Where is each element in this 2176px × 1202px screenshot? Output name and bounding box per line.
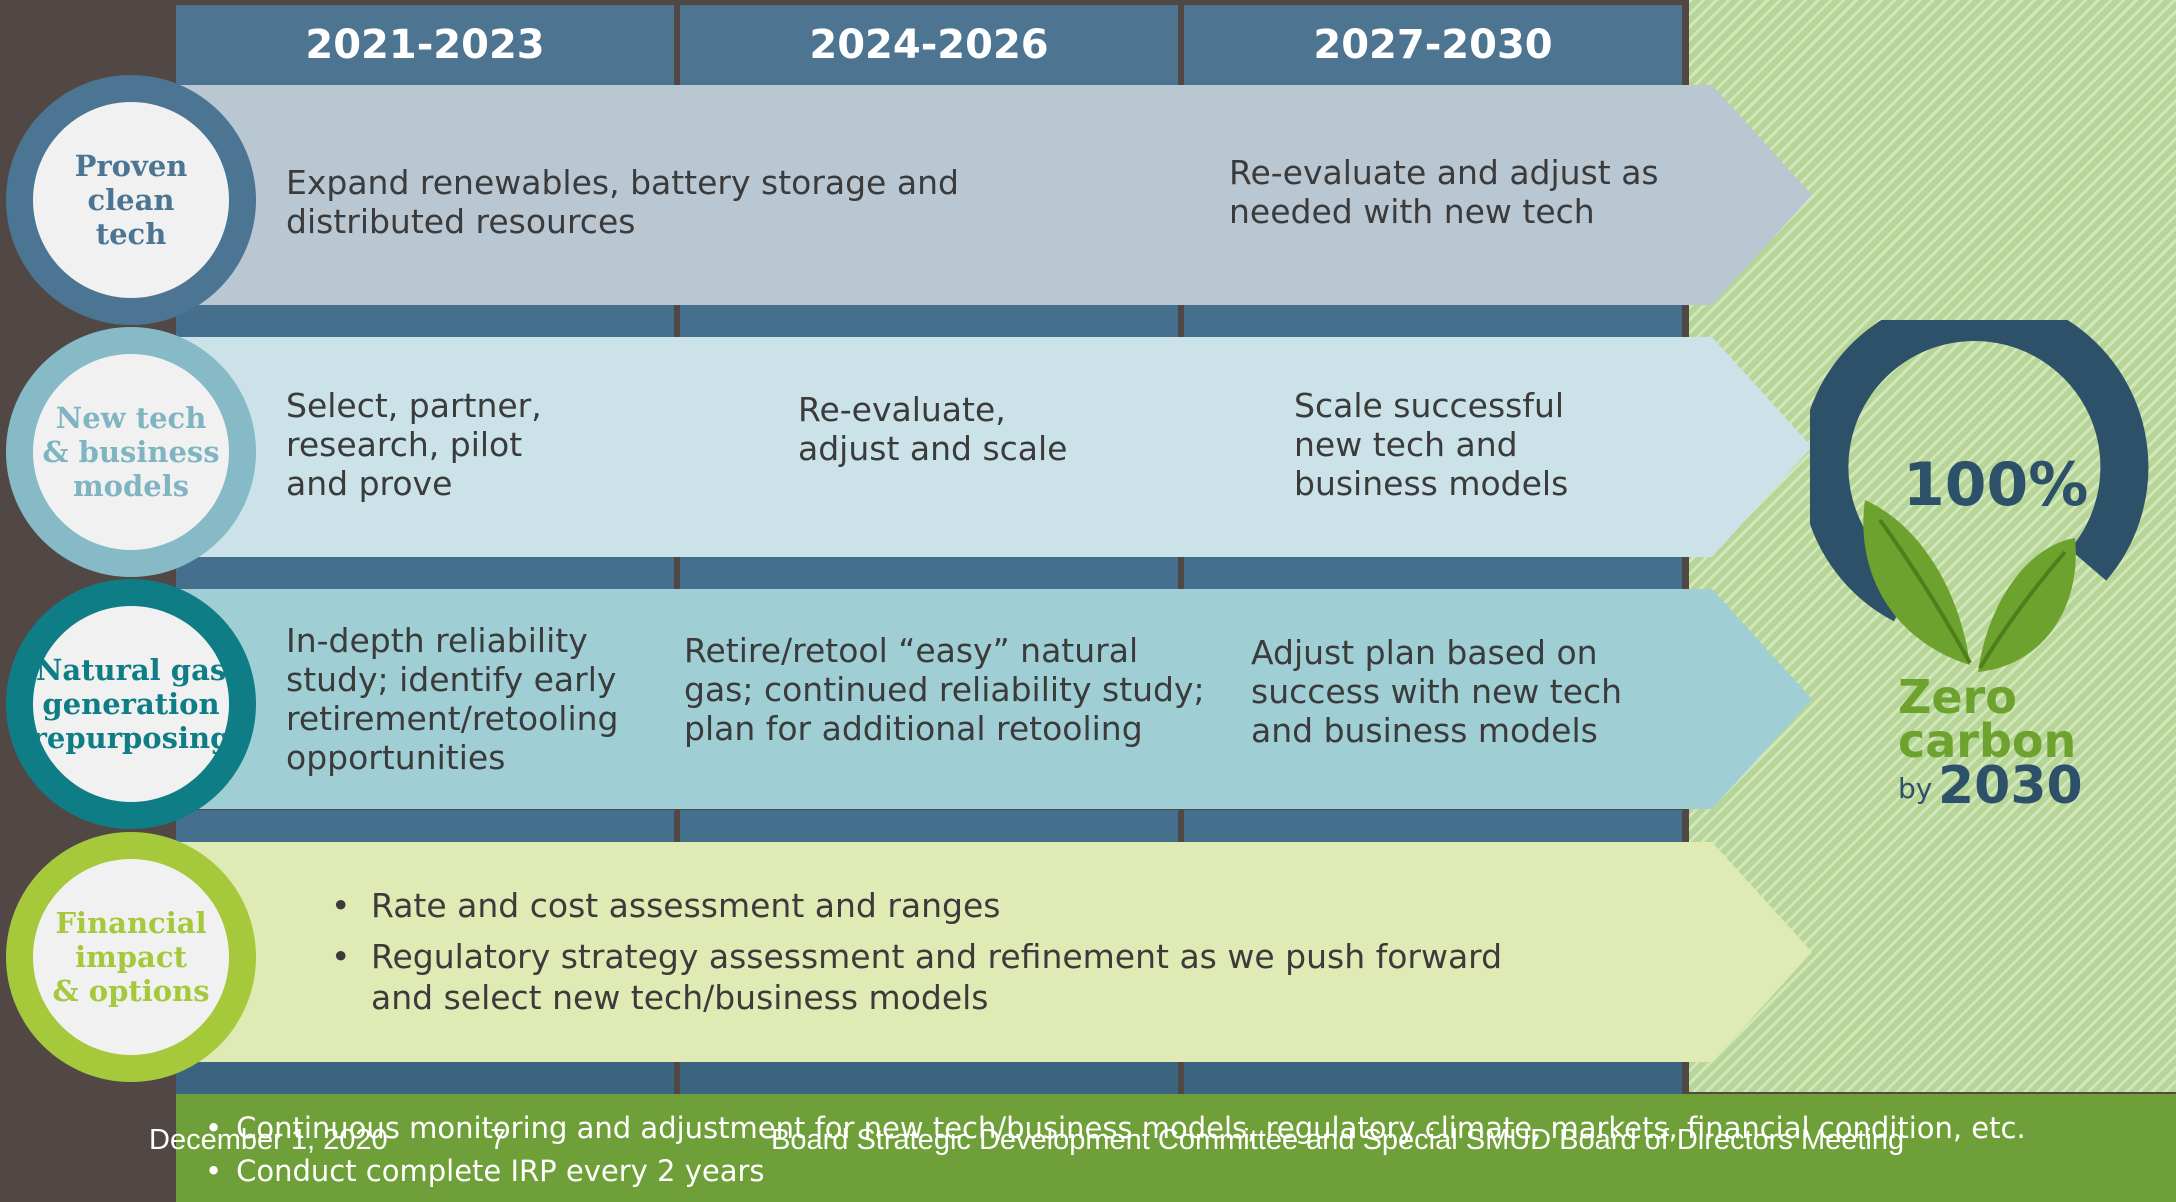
zero-carbon-percent: 100% xyxy=(1903,450,2089,520)
period-header-2024-2026: 2024-2026 xyxy=(680,5,1178,85)
financial-bullet: Regulatory strategy assessment and refin… xyxy=(331,936,1502,1018)
label-financial: Financial impact & options xyxy=(33,859,229,1055)
leaf-right-icon xyxy=(1978,538,2076,672)
zero-carbon-by: by xyxy=(1898,772,1933,805)
bullet-dot-icon: • xyxy=(205,1154,223,1188)
column-stripe xyxy=(680,305,1178,337)
footer-bullet-text: Continuous monitoring and adjustment for… xyxy=(236,1111,2026,1145)
financial-bullets: Rate and cost assessment and ranges Regu… xyxy=(331,885,1502,1028)
leaf-left-icon xyxy=(1863,500,1970,665)
natgas-cell-2027-2030: Adjust plan based on success with new te… xyxy=(1251,633,1623,750)
row-arrow-proven-clean-tech xyxy=(176,85,1812,305)
footer-band xyxy=(176,1094,2176,1202)
circle-financial: Financial impact & options xyxy=(6,832,256,1082)
footer-bullet-text: Conduct complete IRP every 2 years xyxy=(236,1154,765,1188)
newtech-cell-2027-2030: Scale successful new tech and business m… xyxy=(1294,386,1569,503)
leaf-vein-icon xyxy=(1978,550,2067,670)
proven-cell-2021-2026: Expand renewables, battery storage and d… xyxy=(286,163,959,241)
footer-meeting-title: Board Strategic Development Committee an… xyxy=(771,1124,1905,1156)
natgas-cell-2021-2023: In-depth reliability study; identify ear… xyxy=(286,621,619,777)
footer-bullet: • Continuous monitoring and adjustment fo… xyxy=(205,1110,2026,1146)
footer-page-number: 7 xyxy=(490,1124,507,1156)
label-natural-gas: Natural gas generation repurposing xyxy=(32,606,230,802)
period-header-2021-2023: 2021-2023 xyxy=(176,5,674,85)
bullet-dot-icon: • xyxy=(205,1111,223,1145)
financial-bullet: Rate and cost assessment and ranges xyxy=(331,885,1502,926)
circle-new-tech: New tech & business models xyxy=(6,327,256,577)
footer-bullet: • Conduct complete IRP every 2 years xyxy=(205,1153,765,1189)
period-header-2027-2030: 2027-2030 xyxy=(1184,5,1682,85)
column-stripe xyxy=(176,810,674,842)
footer-date: December 1, 2020 xyxy=(149,1124,388,1156)
circle-natural-gas: Natural gas generation repurposing xyxy=(6,579,256,829)
label-new-tech: New tech & business models xyxy=(33,354,229,550)
zero-carbon-logo-graphic xyxy=(1800,293,2149,672)
column-stripe xyxy=(1184,557,1682,589)
zero-carbon-year: 2030 xyxy=(1938,756,2083,816)
ring-icon xyxy=(1800,293,2149,622)
proven-cell-2027-2030: Re-evaluate and adjust as needed with ne… xyxy=(1229,153,1659,231)
zero-carbon-zero: Zero xyxy=(1898,670,2017,724)
newtech-cell-2021-2023: Select, partner, research, pilot and pro… xyxy=(286,386,542,503)
newtech-cell-2024-2026: Re-evaluate, adjust and scale xyxy=(798,390,1068,468)
circle-proven-clean-tech: Proven clean tech xyxy=(6,75,256,325)
label-proven-clean-tech: Proven clean tech xyxy=(33,102,229,298)
zero-carbon-logo: 100% Zero carbon by 2030 xyxy=(1800,293,2150,840)
column-stripe xyxy=(1184,305,1682,337)
column-stripe xyxy=(680,810,1178,842)
column-stripe xyxy=(176,557,674,589)
row-arrow-new-tech xyxy=(176,337,1812,557)
column-stripe xyxy=(176,1062,674,1094)
column-stripe xyxy=(1184,1062,1682,1094)
row-arrow-natural-gas xyxy=(176,589,1812,809)
column-stripe xyxy=(680,1062,1178,1094)
column-stripe xyxy=(1184,810,1682,842)
leaf-vein-icon xyxy=(1878,518,1972,664)
column-stripe xyxy=(680,557,1178,589)
natgas-cell-2024-2026: Retire/retool “easy” natural gas; contin… xyxy=(684,631,1205,748)
column-stripe xyxy=(176,305,674,337)
zero-carbon-carbon: carbon xyxy=(1898,714,2077,768)
